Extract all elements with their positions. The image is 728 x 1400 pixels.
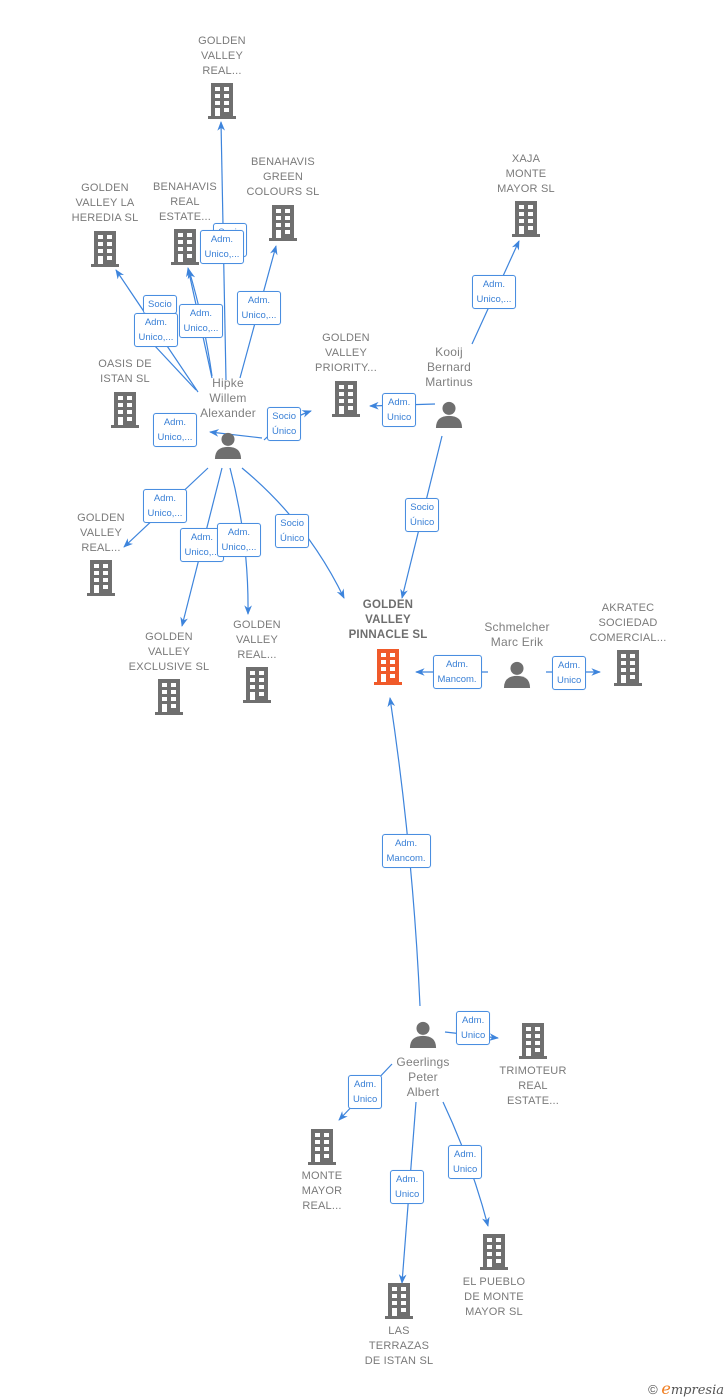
main-company-building-icon[interactable]: [374, 649, 402, 685]
company-name-label[interactable]: GOLDEN VALLEY PINNACLE SL: [348, 599, 428, 641]
person-name-label[interactable]: Kooij Bernard Martinus: [425, 345, 473, 389]
company-name-label[interactable]: GOLDEN VALLEY PRIORITY...: [315, 332, 377, 374]
brand-logo-initial: e: [661, 1379, 671, 1398]
edge-role-label[interactable]: Adm. Unico,...: [199, 230, 245, 264]
person-icon[interactable]: [503, 661, 531, 688]
person-icon[interactable]: [435, 401, 463, 428]
icons-layer: [87, 83, 642, 1319]
edge-role-label[interactable]: Adm. Mancom.: [432, 655, 482, 689]
person-icon[interactable]: [409, 1021, 437, 1048]
company-name-label[interactable]: MONTE MAYOR REAL...: [301, 1170, 343, 1212]
company-building-icon[interactable]: [111, 392, 139, 428]
copyright-icon: ©: [648, 1382, 658, 1397]
edge-role-label[interactable]: Adm. Unico: [552, 656, 587, 690]
person-name-label[interactable]: Geerlings Peter Albert: [396, 1055, 450, 1099]
edge-role-label[interactable]: Adm. Unico,...: [133, 313, 179, 347]
company-building-icon[interactable]: [332, 381, 360, 417]
edge-role-label[interactable]: Adm. Unico,...: [471, 275, 517, 309]
person-name-label[interactable]: Schmelcher Marc Erik: [484, 620, 550, 649]
company-name-label[interactable]: GOLDEN VALLEY LA HEREDIA SL: [71, 182, 139, 224]
company-building-icon[interactable]: [269, 205, 297, 241]
company-building-icon[interactable]: [512, 201, 540, 237]
edge-role-label[interactable]: Adm. Unico,...: [142, 489, 188, 523]
person-icon[interactable]: [214, 432, 242, 459]
company-name-label[interactable]: XAJA MONTE MAYOR SL: [497, 153, 555, 195]
edge-role-label[interactable]: Socio Único: [275, 514, 310, 548]
footer-brand: © empresia: [648, 1379, 724, 1398]
edge-hipke-to-oasis: [209, 429, 263, 439]
company-name-label[interactable]: BENAHAVIS REAL ESTATE...: [153, 181, 217, 223]
edge-role-label[interactable]: Adm. Unico: [390, 1170, 425, 1204]
company-building-icon[interactable]: [385, 1283, 413, 1319]
company-building-icon[interactable]: [614, 650, 642, 686]
edge-role-label[interactable]: Socio Único: [405, 498, 440, 532]
company-name-label[interactable]: GOLDEN VALLEY REAL...: [233, 619, 281, 661]
company-building-icon[interactable]: [480, 1234, 508, 1270]
person-name-label[interactable]: Hipke Willem Alexander: [200, 376, 256, 420]
company-building-icon[interactable]: [208, 83, 236, 119]
edge-role-label[interactable]: Adm. Unico: [456, 1011, 491, 1045]
edge-role-label[interactable]: Adm. Unico,...: [236, 291, 282, 325]
edge-role-label[interactable]: Adm. Unico,...: [178, 304, 224, 338]
edge-role-label[interactable]: Adm. Unico: [348, 1075, 383, 1109]
company-building-icon[interactable]: [519, 1023, 547, 1059]
company-name-label[interactable]: GOLDEN VALLEY REAL...: [198, 35, 246, 77]
edge-role-label[interactable]: Adm. Unico,...: [152, 413, 198, 447]
company-name-label[interactable]: AKRATEC SOCIEDAD COMERCIAL...: [589, 602, 667, 644]
edge-role-label[interactable]: Socio: [143, 294, 177, 314]
company-name-label[interactable]: OASIS DE ISTAN SL: [98, 358, 152, 385]
company-building-icon[interactable]: [308, 1129, 336, 1165]
edge-role-label[interactable]: Socio Único: [267, 407, 302, 441]
edge-role-label[interactable]: Adm. Unico: [382, 393, 417, 427]
brand-logo-text: mpresia: [670, 1383, 724, 1398]
company-building-icon[interactable]: [171, 229, 199, 265]
company-building-icon[interactable]: [155, 679, 183, 715]
company-name-label[interactable]: EL PUEBLO DE MONTE MAYOR SL: [462, 1276, 526, 1318]
edge-role-label[interactable]: Adm. Unico,...: [216, 523, 262, 557]
company-name-label[interactable]: BENAHAVIS GREEN COLOURS SL: [246, 156, 320, 198]
company-name-label[interactable]: TRIMOTEUR REAL ESTATE...: [499, 1065, 567, 1107]
company-name-label[interactable]: LAS TERRAZAS DE ISTAN SL: [364, 1325, 434, 1367]
company-name-label[interactable]: GOLDEN VALLEY REAL...: [77, 512, 125, 554]
company-building-icon[interactable]: [91, 231, 119, 267]
company-building-icon[interactable]: [243, 667, 271, 703]
company-building-icon[interactable]: [87, 560, 115, 596]
company-name-label[interactable]: GOLDEN VALLEY EXCLUSIVE SL: [128, 631, 210, 673]
edge-role-label[interactable]: Adm. Mancom.: [381, 834, 431, 868]
edge-role-label[interactable]: Adm. Unico: [448, 1145, 483, 1179]
